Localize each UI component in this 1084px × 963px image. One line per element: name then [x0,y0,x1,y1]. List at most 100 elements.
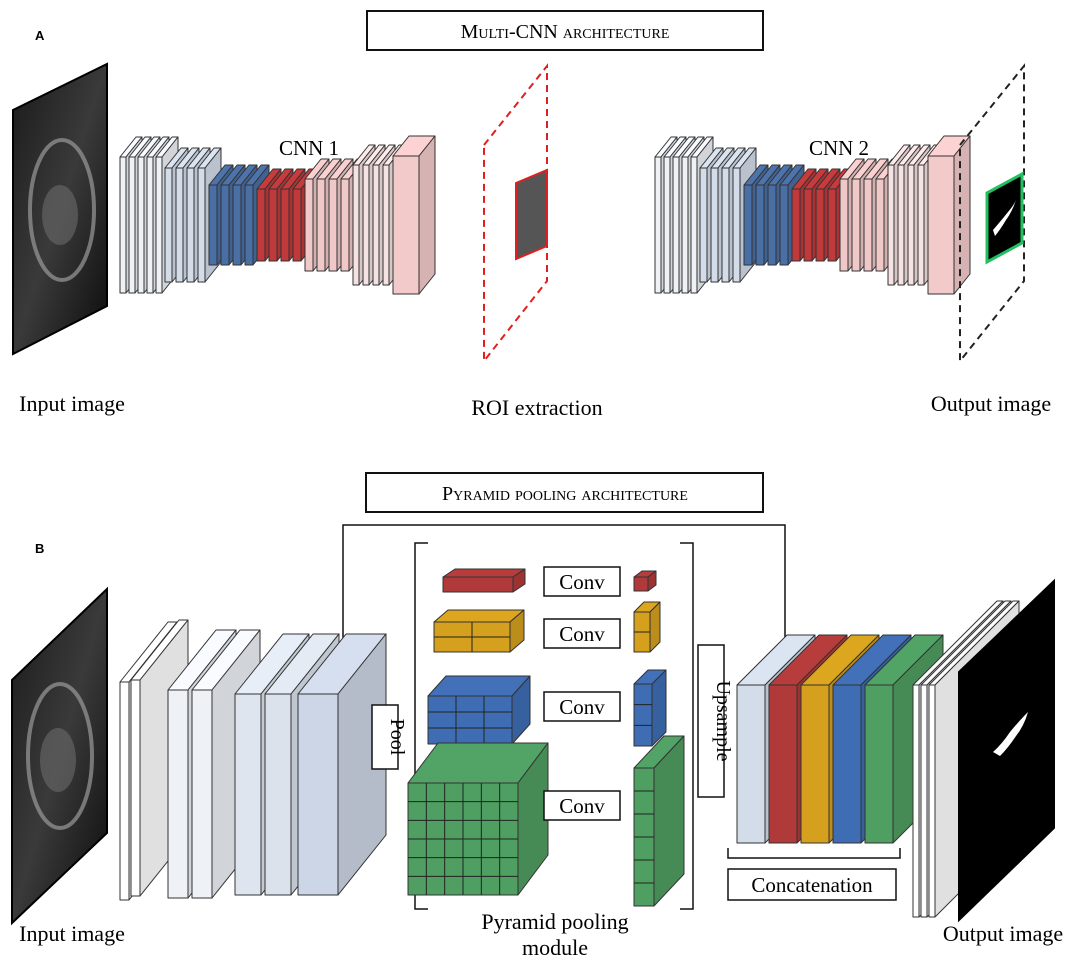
pyramid-blue-small [633,669,667,747]
pyramid-red-small [633,570,657,592]
cnn2-layer-0-front [654,156,662,294]
conv-label-4-text: Conv [559,794,605,818]
cnn1-layer-5-front [164,167,173,283]
encoder-layer-3-front [191,689,213,899]
pool-label-box [371,704,399,770]
cnn1-layer-0-front [119,156,127,294]
concat-layer-0-front [736,684,766,844]
cnn1-label: CNN 1 [279,136,339,160]
concatenation-stack [736,634,944,844]
encoder-layer-6-front [297,693,339,896]
pyramid-bracket-right [680,542,694,910]
cnn2-layer-24-front [917,164,925,286]
cnn1-layer-9-front [208,184,218,266]
skip-connection-line [342,524,786,657]
concat-layer-1-front [768,684,798,844]
pyramid-red-small-front [633,576,649,592]
upsample-label-box [697,644,725,798]
panel-b-title-box [365,472,764,513]
pyramid-bracket-left [414,542,428,910]
conv-label-1: Conv [543,566,621,597]
cnn2-layer-12-front [779,184,789,266]
pyramid-blue-small-side [651,669,667,747]
panel-a-letter: A [35,28,45,43]
cnn1-layer-20-front [340,178,350,272]
cnn1-layer-23-front [372,164,380,286]
roi-extraction-plane [483,63,548,364]
cnn1-layer-8-front [197,167,206,283]
pyramid-module-label-line2: module [522,935,588,960]
cnn1-layer-18-front [316,178,326,272]
output-layer-0-front [912,684,920,918]
cnn2-layer-23-front [907,164,915,286]
cnn1-layer-1-front [128,156,136,294]
cnn1-layer-12-front [244,184,254,266]
cnn2-layer-14-front [803,188,813,262]
cnn2-layer-5-front [699,167,708,283]
panel-b-output-label: Output image [943,921,1063,946]
cnn1-layer-stack [119,135,436,295]
panel-b-encoder-stack [119,619,387,901]
conv-label-4: Conv [543,790,621,821]
cnn1-layer-11-front [232,184,242,266]
pyramid-gold-small [633,601,661,653]
pyramid-blue-large-front [427,695,513,745]
pyramid-green-small [633,735,685,907]
cnn2-layer-stack [654,135,971,295]
panel-b-title: Pyramid pooling architecture [442,483,688,505]
panel-b-output-image [958,578,1055,923]
concat-label: Concatenation [751,873,873,897]
pyramid-module-label-line1: Pyramid pooling [481,909,628,934]
cnn2-layer-19-front [863,178,873,272]
cnn2-layer-13-front [791,188,801,262]
panel-a-title: Multi-CNN architecture [461,21,670,43]
cnn1-layer-4-front [155,156,163,294]
roi-label: ROI extraction [471,395,602,420]
pyramid-green-large [407,742,549,896]
cnn2-layer-17-front [839,178,849,272]
cnn2-layer-11-front [767,184,777,266]
cnn2-layer-1-front [663,156,671,294]
concat-layer-4-front [864,684,894,844]
conv-label-3: Conv [543,691,621,722]
pool-label: Pool [386,719,408,756]
conv-label-1-text: Conv [559,570,605,594]
cnn1-layer-25-side [418,135,436,295]
cnn2-layer-15-front [815,188,825,262]
conv-label-2-text: Conv [559,622,605,646]
panel-b-letter: B [35,541,44,556]
panel-b-input-label: Input image [19,921,125,946]
cnn1-layer-10-front [220,184,230,266]
cnn1-layer-15-front [280,188,290,262]
panel-b-input-image [11,586,108,926]
cnn1-layer-3-front [146,156,154,294]
output-layer-2-front [928,684,936,918]
conv-label-3-text: Conv [559,695,605,719]
cnn1-layer-17-front [304,178,314,272]
encoder-layer-2-front [167,689,189,899]
cnn1-layer-7-front [186,167,195,283]
panel-a-output-label: Output image [931,391,1051,416]
pyramid-gold-large [433,609,525,653]
cnn2-layer-4-front [690,156,698,294]
cnn1-layer-2-front [137,156,145,294]
cnn2-layer-10-front [755,184,765,266]
pyramid-blue-small-front [633,683,653,747]
cnn2-layer-20-front [875,178,885,272]
cnn1-layer-24-front [382,164,390,286]
pyramid-gold-large-top [433,609,525,623]
concat-layer-3-front [832,684,862,844]
encoder-layer-0-front [119,681,130,901]
pyramid-red-large [442,568,526,593]
cnn1-layer-25 [392,135,436,295]
cnn2-layer-18-front [851,178,861,272]
encoder-layer-6 [297,633,387,896]
cnn2-layer-9-front [743,184,753,266]
cnn1-layer-19-front [328,178,338,272]
encoder-layer-1-front [130,679,141,897]
concat-bracket [727,848,901,859]
cnn1-layer-16-front [292,188,302,262]
pyramid-red-large-top [442,568,526,578]
cnn2-layer-25-front [927,155,955,295]
output-layer-1-front [920,684,928,918]
